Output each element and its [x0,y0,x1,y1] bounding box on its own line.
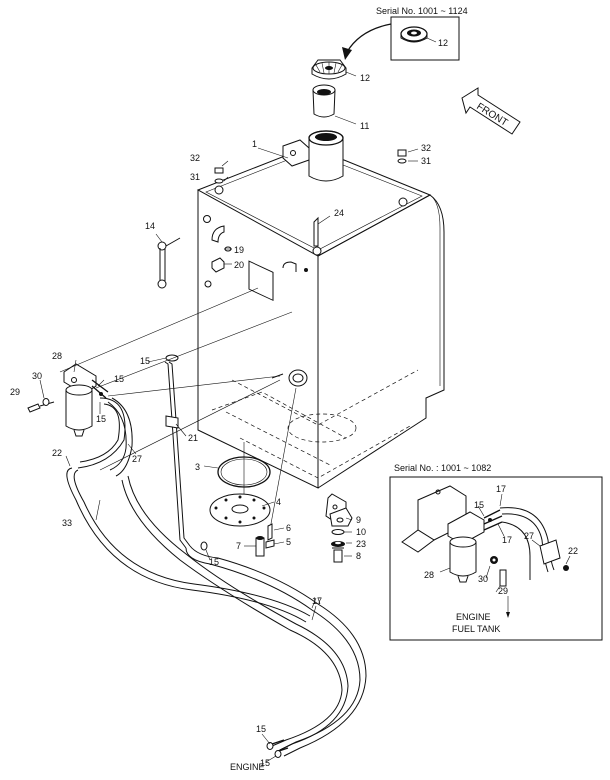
tank-fasteners [214,149,407,247]
strainer-11 [312,84,357,125]
callout-12: 12 [360,73,370,83]
label-engine: ENGINE [230,762,265,772]
assembly-phantom-lines [59,287,297,541]
callout-29: 29 [10,387,20,397]
callout-23: 23 [356,539,366,549]
callout-19: 19 [234,245,244,255]
inset-callout-17a: 17 [496,484,506,494]
sight-gauge-14 [155,233,181,289]
filler-cap-12 [311,59,357,80]
inset-right-frame [389,476,603,641]
inset-top-callout: 12 [438,38,448,48]
arrow-icon [342,47,352,60]
callout-28: 28 [52,351,62,361]
engine-connections [266,739,289,758]
callout-15b: 15 [114,374,124,384]
callout-15f: 15 [260,758,270,768]
front-label: FRONT [474,101,509,129]
callout-30: 30 [32,371,42,381]
callout-32b: 32 [421,143,431,153]
front-arrow-icon [461,87,521,135]
callout-7: 7 [236,541,241,551]
cover-plate-4 [200,456,275,557]
inset-label-engine: ENGINE [456,612,491,622]
elbow-19 [211,225,225,243]
leader-lines [39,147,419,763]
front-arrow: FRONT [461,87,521,135]
callout-6: 6 [286,523,291,533]
filter-inset: Serial No. : 1001 ~ 1082 [389,463,603,641]
inset-callout-22: 22 [568,546,578,556]
cap-inset: Serial No. 1001 ~ 1124 12 [342,6,468,61]
callout-27: 27 [132,454,142,464]
inset-top-frame [390,16,460,61]
callout-32a: 32 [190,153,200,163]
callout-15c: 15 [96,414,106,424]
inset-callouts: 15 17 17 22 27 28 29 30 ENGINE FUEL TANK [424,484,578,634]
callouts: 1 3 4 5 6 7 8 9 10 11 12 14 15 15 15 15 … [10,73,431,768]
callout-14: 14 [145,221,155,231]
plug-20 [211,257,225,273]
callout-33: 33 [62,518,72,528]
fuel-filter-28 [27,363,109,437]
callout-11: 11 [360,121,369,131]
callout-8: 8 [356,551,361,561]
fuel-tank-1 [196,130,445,521]
inset-callout-29: 29 [498,586,508,596]
callout-31b: 31 [421,156,431,166]
callout-20: 20 [234,260,244,270]
callout-31a: 31 [190,172,200,182]
callout-4: 4 [276,497,281,507]
inset-right-serial: Serial No. : 1001 ~ 1082 [394,463,491,473]
callout-9: 9 [356,515,361,525]
inset-callout-30: 30 [478,574,488,584]
callout-15a: 15 [140,356,150,366]
callout-22: 22 [52,448,62,458]
callout-24: 24 [334,208,344,218]
callout-15e: 15 [256,724,266,734]
callout-10: 10 [356,527,366,537]
callout-1: 1 [252,139,257,149]
inset-top-serial: Serial No. 1001 ~ 1124 [376,6,468,16]
callout-3: 3 [195,462,200,472]
fuel-lines [66,354,367,757]
inset-callout-15: 15 [474,500,484,510]
callout-15d: 15 [209,557,219,567]
callout-21: 21 [188,433,198,443]
inset-callout-17b: 17 [502,535,512,545]
callout-17: 17 [312,596,322,606]
callout-5: 5 [286,537,291,547]
inset-callout-28: 28 [424,570,434,580]
mount-hardware [329,507,353,563]
inset-callout-27: 27 [524,531,534,541]
inset-label-fuel-tank: FUEL TANK [452,624,500,634]
